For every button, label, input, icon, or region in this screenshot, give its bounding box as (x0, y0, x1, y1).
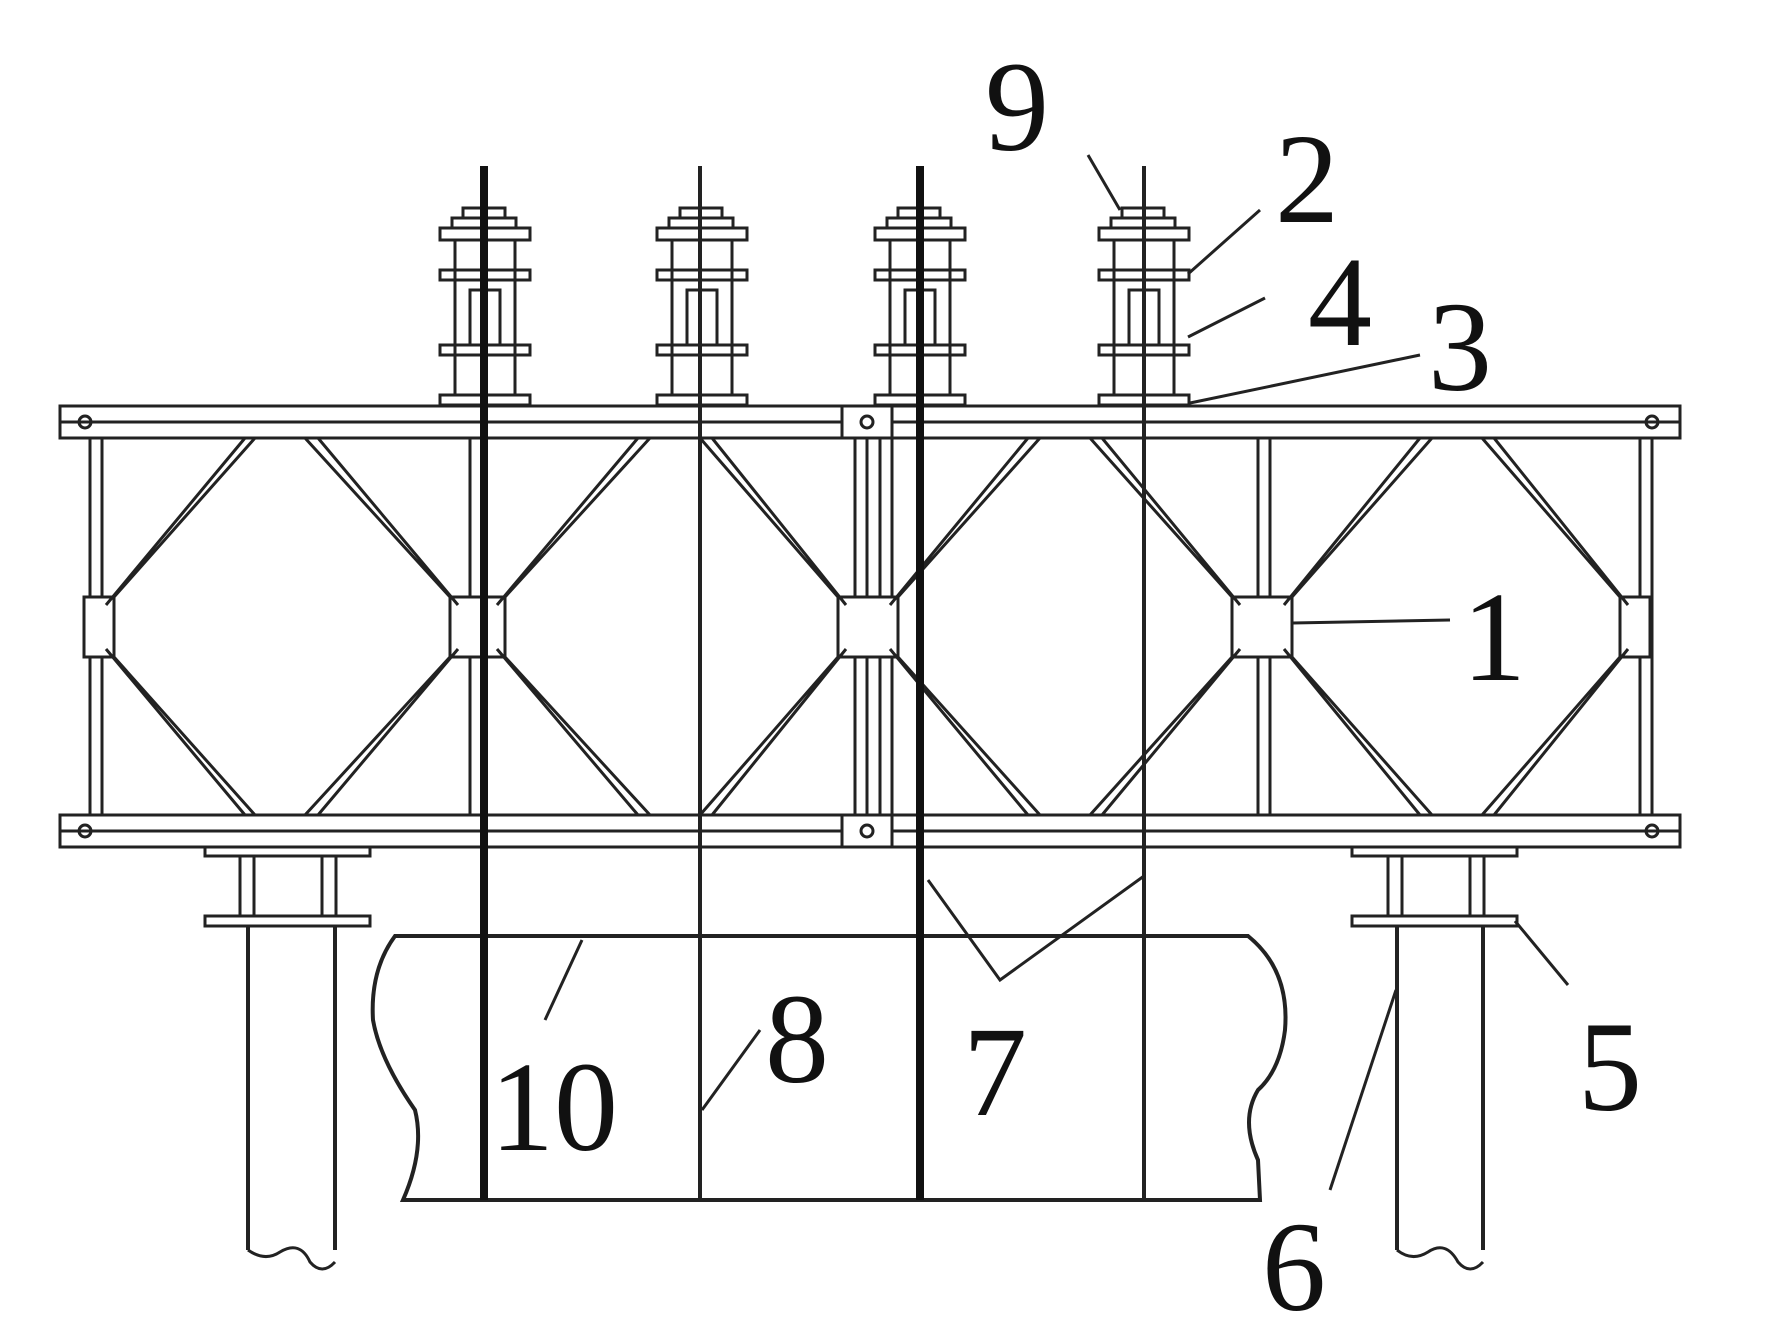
label-7: 7 (963, 1001, 1027, 1143)
label-5: 5 (1578, 996, 1642, 1138)
label-1: 1 (1462, 566, 1526, 708)
label-4: 4 (1308, 231, 1372, 373)
label-6: 6 (1262, 1196, 1326, 1338)
foundation-block (370, 934, 1288, 1202)
callout-labels: 1 2 3 4 5 6 7 8 9 10 (490, 36, 1642, 1338)
leader-lines (543, 154, 1570, 1191)
chord-splices (77, 404, 1660, 849)
truss-diagonals (104, 436, 1630, 817)
label-10: 10 (490, 1036, 618, 1178)
suspension-rods (480, 166, 1146, 1200)
label-2: 2 (1275, 108, 1339, 250)
left-pier (203, 844, 372, 1271)
truss-girder (58, 404, 1682, 849)
label-9: 9 (985, 36, 1049, 178)
label-8: 8 (765, 968, 829, 1110)
gusset-plates (82, 595, 1652, 659)
right-pier (1350, 844, 1519, 1271)
label-3: 3 (1428, 276, 1492, 418)
